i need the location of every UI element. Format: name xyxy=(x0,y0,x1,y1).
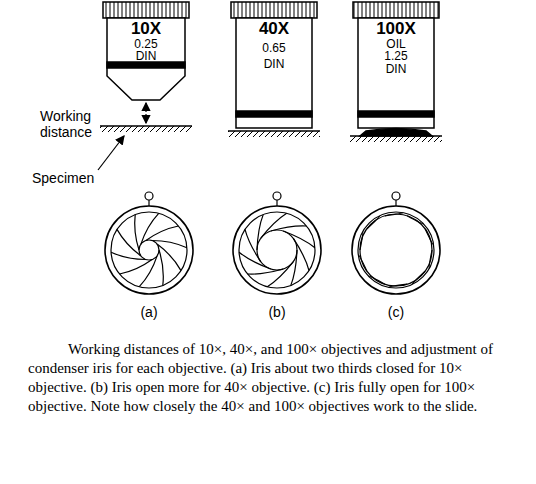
objective-100x xyxy=(353,2,439,136)
objective-lens: 100XOIL1.25DIN xyxy=(358,20,434,76)
panel-label: (b) xyxy=(262,304,292,320)
leader-lines xyxy=(98,103,146,170)
objective-label: 1.25 xyxy=(384,50,407,63)
objective-label: DIN xyxy=(136,50,157,63)
objective-10x xyxy=(103,2,189,100)
magnification-label: 40X xyxy=(259,20,289,38)
panel-label: (c) xyxy=(381,304,411,320)
objective-label: 0.65 xyxy=(262,42,285,55)
oil-drop xyxy=(360,129,432,137)
magnification-label: 10X xyxy=(131,20,161,38)
objective-lens: 10X0.25DIN xyxy=(107,20,185,63)
objective-label: OIL xyxy=(386,38,405,51)
objective-label: DIN xyxy=(264,58,285,71)
panel-label: (a) xyxy=(134,304,164,320)
specimen-label: Specimen xyxy=(32,170,112,186)
objective-label: 0.25 xyxy=(134,38,157,51)
figure-caption: Working distances of 10×, 40×, and 100× … xyxy=(28,340,520,416)
objective-label: DIN xyxy=(386,63,407,76)
condenser-iris xyxy=(105,192,440,294)
objective-lens: 40X 0.65DIN xyxy=(236,20,312,71)
magnification-label: 100X xyxy=(376,20,416,38)
working-distance-label: Working distance xyxy=(40,108,140,140)
objective-40x xyxy=(231,2,317,128)
specimen-slide xyxy=(100,126,442,142)
